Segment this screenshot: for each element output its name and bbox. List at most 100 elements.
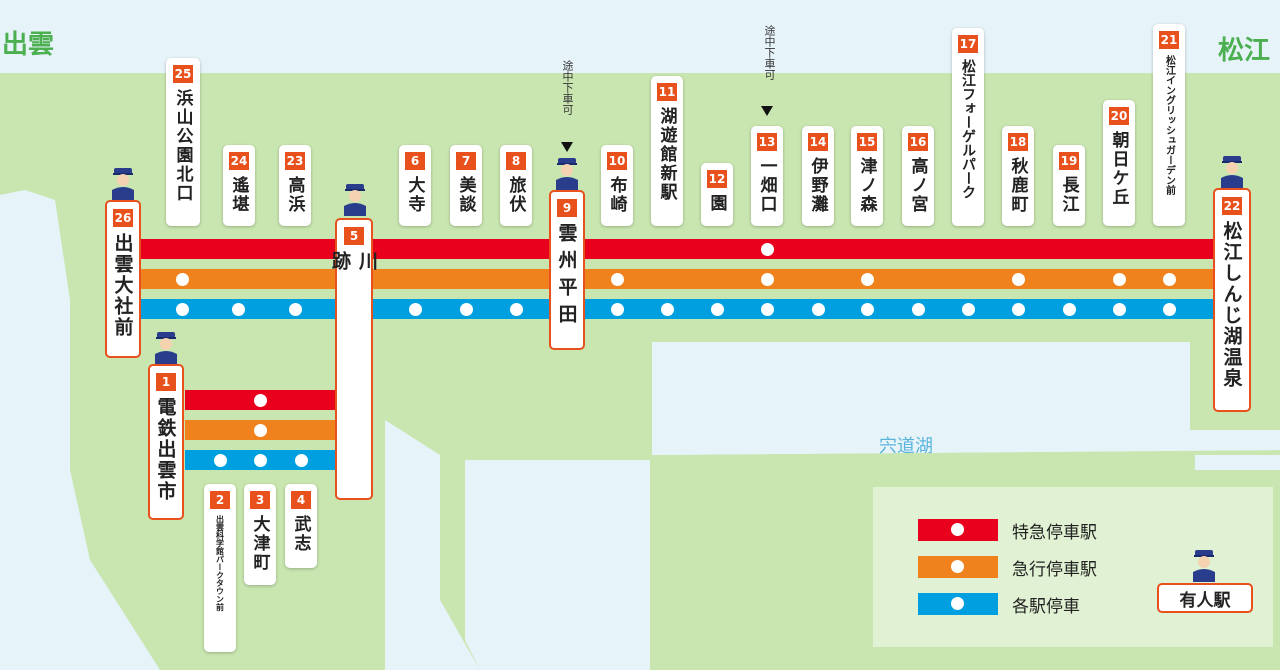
legend-swatch-red	[918, 519, 998, 541]
conductor-icon	[1193, 550, 1215, 582]
station-number: 7	[456, 152, 476, 170]
stop-dot	[408, 302, 422, 316]
station-number: 11	[657, 83, 677, 101]
stop-dot	[1112, 272, 1126, 286]
station-number: 19	[1059, 152, 1079, 170]
station-name: 雲州平田	[555, 223, 578, 331]
station-15[interactable]: 15 津ノ森	[851, 126, 883, 226]
stop-dot	[1162, 302, 1176, 316]
stop-dot	[760, 242, 774, 256]
station-20[interactable]: 20 朝日ケ丘	[1103, 100, 1135, 226]
stop-dot	[253, 453, 267, 467]
station-18[interactable]: 18 秋鹿町	[1002, 126, 1034, 226]
stop-dot	[811, 302, 825, 316]
station-name: 美談	[455, 176, 476, 214]
conductor-icon	[344, 184, 366, 216]
station-14[interactable]: 14 伊野灘	[802, 126, 834, 226]
stop-dot	[760, 272, 774, 286]
stop-dot	[710, 302, 724, 316]
station-name: 園	[706, 194, 727, 213]
legend-row-express: 急行停車駅	[918, 556, 1097, 580]
station-number: 4	[291, 491, 311, 509]
station-26[interactable]: 26 出雲大社前	[105, 200, 141, 358]
station-number: 17	[958, 35, 978, 53]
station-7[interactable]: 7 美談	[450, 145, 482, 226]
station-name: 旅伏	[505, 176, 526, 214]
stop-dot	[175, 272, 189, 286]
station-name: 布崎	[606, 176, 627, 214]
station-3[interactable]: 3 大津町	[244, 484, 276, 585]
station-number: 18	[1008, 133, 1028, 151]
arrow-down-icon	[561, 142, 573, 152]
stop-dot	[509, 302, 523, 316]
station-13[interactable]: 13 一畑口	[751, 126, 783, 226]
conductor-icon	[155, 332, 177, 364]
legend-label: 各駅停車	[1012, 596, 1080, 617]
station-10[interactable]: 10 布崎	[601, 145, 633, 226]
conductor-icon	[556, 158, 578, 190]
local-band	[140, 299, 1220, 319]
stop-dot	[1011, 302, 1025, 316]
conductor-icon	[112, 168, 134, 200]
station-name: 浜山公園北口	[172, 89, 193, 203]
station-12[interactable]: 12 園	[701, 163, 733, 226]
legend-swatch-blue	[918, 593, 998, 615]
station-number: 9	[557, 199, 577, 217]
stop-dot	[1112, 302, 1126, 316]
station-17[interactable]: 17 松江フォーゲルパーク	[952, 28, 984, 226]
station-21[interactable]: 21 松江イングリッシュガーデン前	[1153, 24, 1185, 226]
stopover-note: 途中下車可	[561, 60, 574, 115]
station-22[interactable]: 22 松江しんじ湖温泉	[1213, 188, 1251, 412]
station-number: 3	[250, 491, 270, 509]
station-number: 20	[1109, 107, 1129, 125]
station-number: 24	[229, 152, 249, 170]
station-2[interactable]: 2 出雲科学館パークタウン前	[204, 484, 236, 652]
station-23[interactable]: 23 高浜	[279, 145, 311, 226]
stopover-note: 途中下車可	[763, 25, 776, 80]
station-4[interactable]: 4 武志	[285, 484, 317, 568]
stop-dot	[253, 393, 267, 407]
stop-dot	[294, 453, 308, 467]
station-number: 6	[405, 152, 425, 170]
station-name: 松江しんじ湖温泉	[1220, 221, 1243, 389]
station-number: 1	[156, 373, 176, 391]
station-11[interactable]: 11 湖遊館新駅	[651, 76, 683, 226]
stop-dot	[459, 302, 473, 316]
station-6[interactable]: 6 大寺	[399, 145, 431, 226]
station-number: 10	[607, 152, 627, 170]
station-number: 12	[707, 170, 727, 188]
station-25[interactable]: 25 浜山公園北口	[166, 58, 200, 226]
legend-label: 特急停車駅	[1012, 522, 1097, 543]
legend-label: 急行停車駅	[1012, 559, 1097, 580]
station-number: 23	[285, 152, 305, 170]
station-name: 朝日ケ丘	[1108, 131, 1129, 207]
station-9[interactable]: 9 雲州平田	[549, 190, 585, 350]
region-label-izumo: 出雲	[2, 30, 55, 60]
station-name: 高浜	[284, 176, 305, 214]
station-number: 16	[908, 133, 928, 151]
station-16[interactable]: 16 高ノ宮	[902, 126, 934, 226]
station-name: 長江	[1058, 176, 1079, 214]
stop-dot	[911, 302, 925, 316]
station-name: 松江イングリッシュガーデン前	[1163, 55, 1175, 195]
station-name: 湖遊館新駅	[656, 107, 677, 202]
station-number: 25	[173, 65, 193, 83]
stop-dot	[253, 423, 267, 437]
legend-row-limited-express: 特急停車駅	[918, 519, 1097, 543]
stop-dot	[1011, 272, 1025, 286]
station-number: 26	[113, 209, 133, 227]
station-number: 21	[1159, 31, 1179, 49]
station-number: 13	[757, 133, 777, 151]
station-name: 武志	[290, 515, 311, 553]
station-24[interactable]: 24 遙堪	[223, 145, 255, 226]
station-5[interactable]: 5 川跡	[329, 218, 378, 500]
lake-label: 宍道湖	[879, 436, 933, 457]
station-1[interactable]: 1 電鉄出雲市	[148, 364, 184, 520]
stop-dot	[610, 272, 624, 286]
station-8[interactable]: 8 旅伏	[500, 145, 532, 226]
region-label-matsue: 松江	[1218, 36, 1271, 66]
station-name: 一畑口	[756, 157, 777, 214]
station-19[interactable]: 19 長江	[1053, 145, 1085, 226]
station-name: 高ノ宮	[907, 157, 928, 214]
station-number: 8	[506, 152, 526, 170]
